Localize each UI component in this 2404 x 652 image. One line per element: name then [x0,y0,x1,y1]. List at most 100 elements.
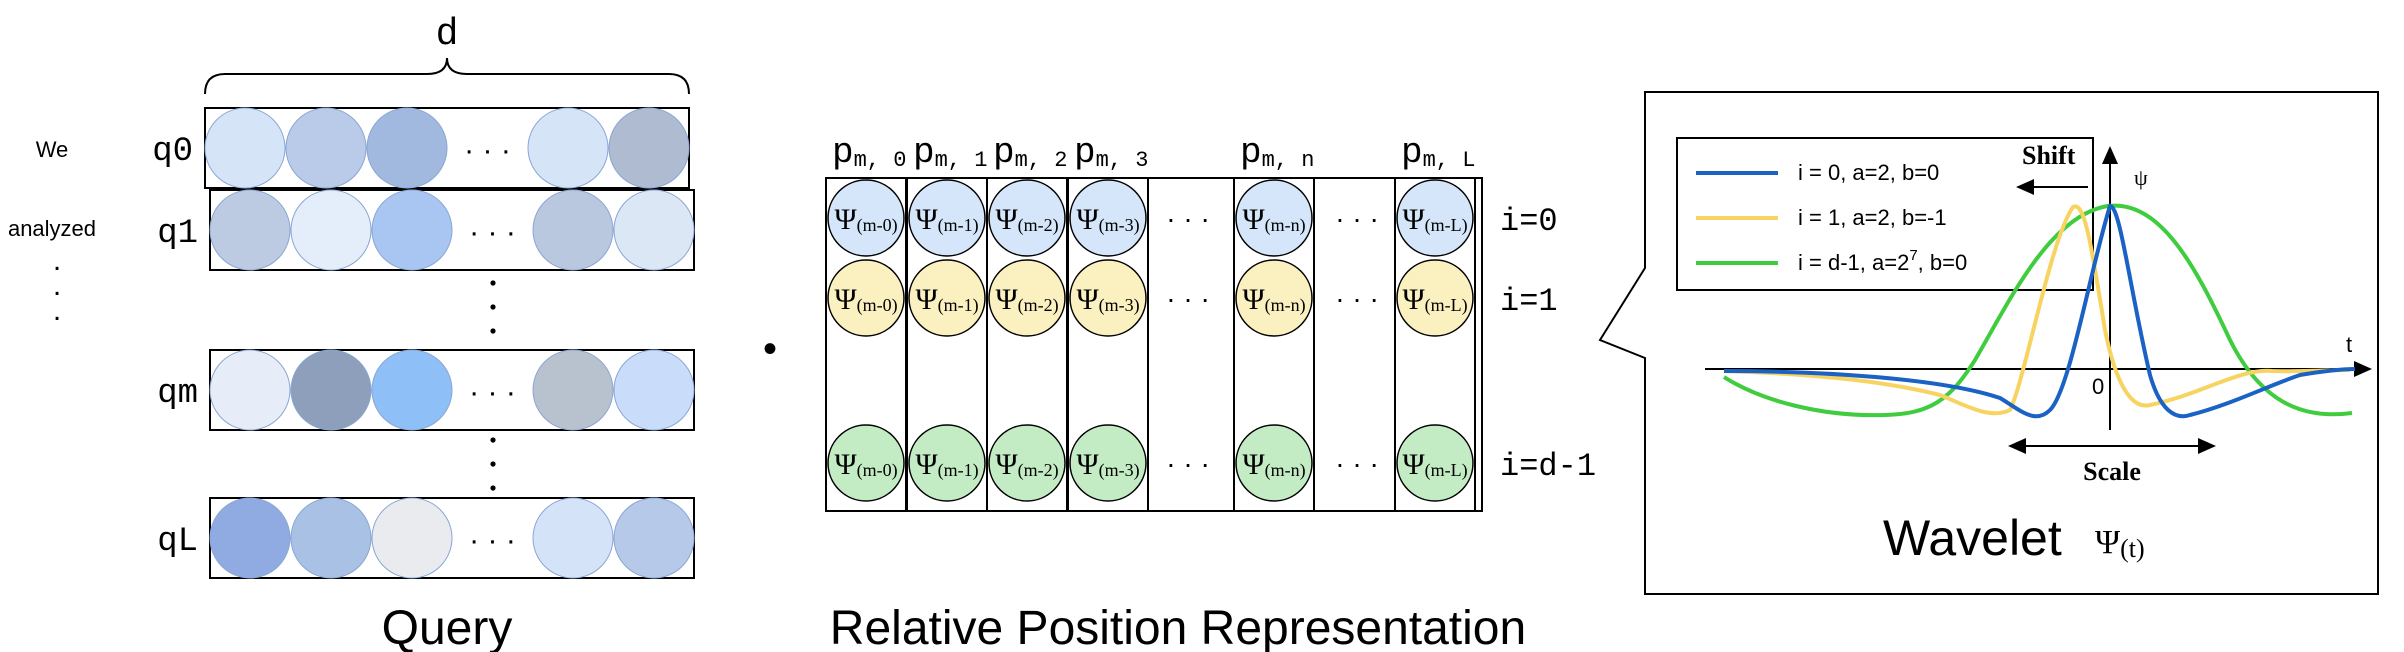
wavelet-curve-yellow [1723,204,2351,416]
legend-entry-i1: i = 1, a=2, b=-1 [1696,205,1947,230]
side-vertical-ellipsis: . [53,269,61,302]
wavelet-curve-green [1722,203,2353,418]
relpos-caption: Relative Position Representation [830,602,1526,652]
relpos-psi-cell: Ψ(m-1) [908,259,986,337]
query-vector-cell [532,497,614,579]
query-vector-cell [209,189,291,271]
query-row-ellipsis: · · · [464,134,511,167]
query-vertical-ellipsis [490,280,496,491]
relpos-psi-text: Ψ(m-n) [1242,203,1305,236]
query-vector-cell [290,349,372,431]
query-row-q1: q1 · · · [157,189,695,271]
relpos-psi-cell: Ψ(m-3) [1069,259,1147,337]
t-axis-arrowhead [2354,361,2372,377]
relpos-ellipsis: · · · [1335,448,1379,479]
relpos-psi-cell: Ψ(m-3) [1069,179,1147,257]
shift-arrow-head [2016,179,2034,195]
query-dim-label: d [436,13,459,56]
query-vector-cell [290,497,372,579]
relpos-psi-text: Ψ(m-3) [1076,203,1139,236]
relpos-psi-text: Ψ(m-L) [1402,283,1467,316]
query-row-q0: q0 · · · [152,107,690,189]
query-vector-cell [371,349,453,431]
relpos-row-label: i=0 [1500,203,1558,240]
relpos-psi-text: Ψ(m-n) [1242,448,1305,481]
origin-label: 0 [2092,374,2104,399]
relpos-ellipsis: · · · [1335,203,1379,234]
wavelet-panel: i = 0, a=2, b=0 i = 1, a=2, b=-1 i = d-1… [1598,91,2379,595]
relpos-column-header: pm, 0 [832,132,906,173]
relpos-column-header: pm, 2 [993,132,1067,173]
relpos-psi-cell: Ψ(m-2) [988,259,1066,337]
relpos-column-header: pm, 3 [1074,132,1148,173]
query-row-label: q0 [152,133,193,171]
legend-entry-i0: i = 0, a=2, b=0 [1696,160,1939,185]
relpos-column-frame [1233,177,1315,512]
relpos-column-header: pm, 1 [913,132,987,173]
relpos-psi-text: Ψ(m-0) [834,448,897,481]
relpos-column-header: pm, n [1240,132,1314,173]
dot-operator: • [763,327,777,371]
legend-entry-id1: i = d-1, a=27, b=0 [1696,247,1967,275]
query-vector-cell [209,497,291,579]
legend-label-i1: i = 1, a=2, b=-1 [1798,205,1947,230]
relpos-ellipsis: · · · [1166,448,1210,479]
query-vector-cell [209,349,291,431]
query-vector-cell [613,497,695,579]
query-vector-cell [204,107,286,189]
side-vertical-ellipsis: . [53,294,61,327]
relpos-psi-cell: Ψ(m-L) [1396,179,1474,257]
side-word-we: We [36,137,69,162]
query-row-qL: qL· · · [157,497,695,579]
t-axis-label: t [2346,332,2352,357]
relpos-cells: Ψ(m-0)Ψ(m-0)Ψ(m-0)Ψ(m-1)Ψ(m-1)Ψ(m-1)Ψ(m-… [825,177,1476,512]
query-vector-cell [532,349,614,431]
legend-label-i0: i = 0, a=2, b=0 [1798,160,1939,185]
query-vector-cell [527,107,609,189]
query-vector-cell [366,107,448,189]
query-vector-cell [371,497,453,579]
relpos-psi-cell: Ψ(m-0) [827,259,905,337]
wavelet-caption: Wavelet [1883,510,2062,566]
relpos-psi-text: Ψ(m-L) [1402,448,1467,481]
relpos-column-header: pm, L [1401,132,1475,173]
query-row-ellipsis: · · · [469,216,516,249]
relpos-psi-text: Ψ(m-2) [995,283,1058,316]
relpos-psi-text: Ψ(m-L) [1402,203,1467,236]
query-vector-cell [371,189,453,271]
query-vector-cell [290,189,372,271]
relpos-psi-cell: Ψ(m-L) [1396,259,1474,337]
query-row-ellipsis: · · · [469,524,516,557]
psi-axis-arrowhead [2102,146,2118,164]
query-row-label: qm [157,375,198,413]
relpos-row-label: i=1 [1500,283,1558,320]
relpos-psi-cell: Ψ(m-0) [827,179,905,257]
query-row-ellipsis: · · · [469,376,516,409]
legend-label-id1: i = d-1, a=27, b=0 [1798,247,1967,275]
relpos-ellipsis: · · · [1166,203,1210,234]
scale-arrow-head-left [2008,438,2026,454]
query-vector-cell [608,107,690,189]
relpos-psi-text: Ψ(m-0) [834,283,897,316]
relpos-psi-text: Ψ(m-1) [915,283,978,316]
query-panel: d We analyzed . . . q0 · · · q1 · · · qm · · … [8,13,695,652]
query-row-label: q1 [157,215,198,253]
side-word-analyzed: analyzed [8,216,96,241]
relpos-psi-cell: Ψ(m-1) [908,424,986,502]
relpos-psi-text: Ψ(m-1) [915,203,978,236]
side-vertical-ellipsis: . [53,244,61,277]
relpos-psi-cell: Ψ(m-n) [1235,179,1313,257]
relpos-psi-cell: Ψ(m-L) [1396,424,1474,502]
relpos-ellipsis: · · · [1335,283,1379,314]
query-row-qm: qm · · · [157,349,695,431]
relpos-psi-cell: Ψ(m-n) [1235,259,1313,337]
relpos-psi-cell: Ψ(m-2) [988,424,1066,502]
relpos-psi-text: Ψ(m-0) [834,203,897,236]
relpos-psi-text: Ψ(m-n) [1242,283,1305,316]
query-vector-cell [613,349,695,431]
wavelet-caption-formula: Ψ(t) [2095,524,2145,563]
query-vector-cell [532,189,614,271]
